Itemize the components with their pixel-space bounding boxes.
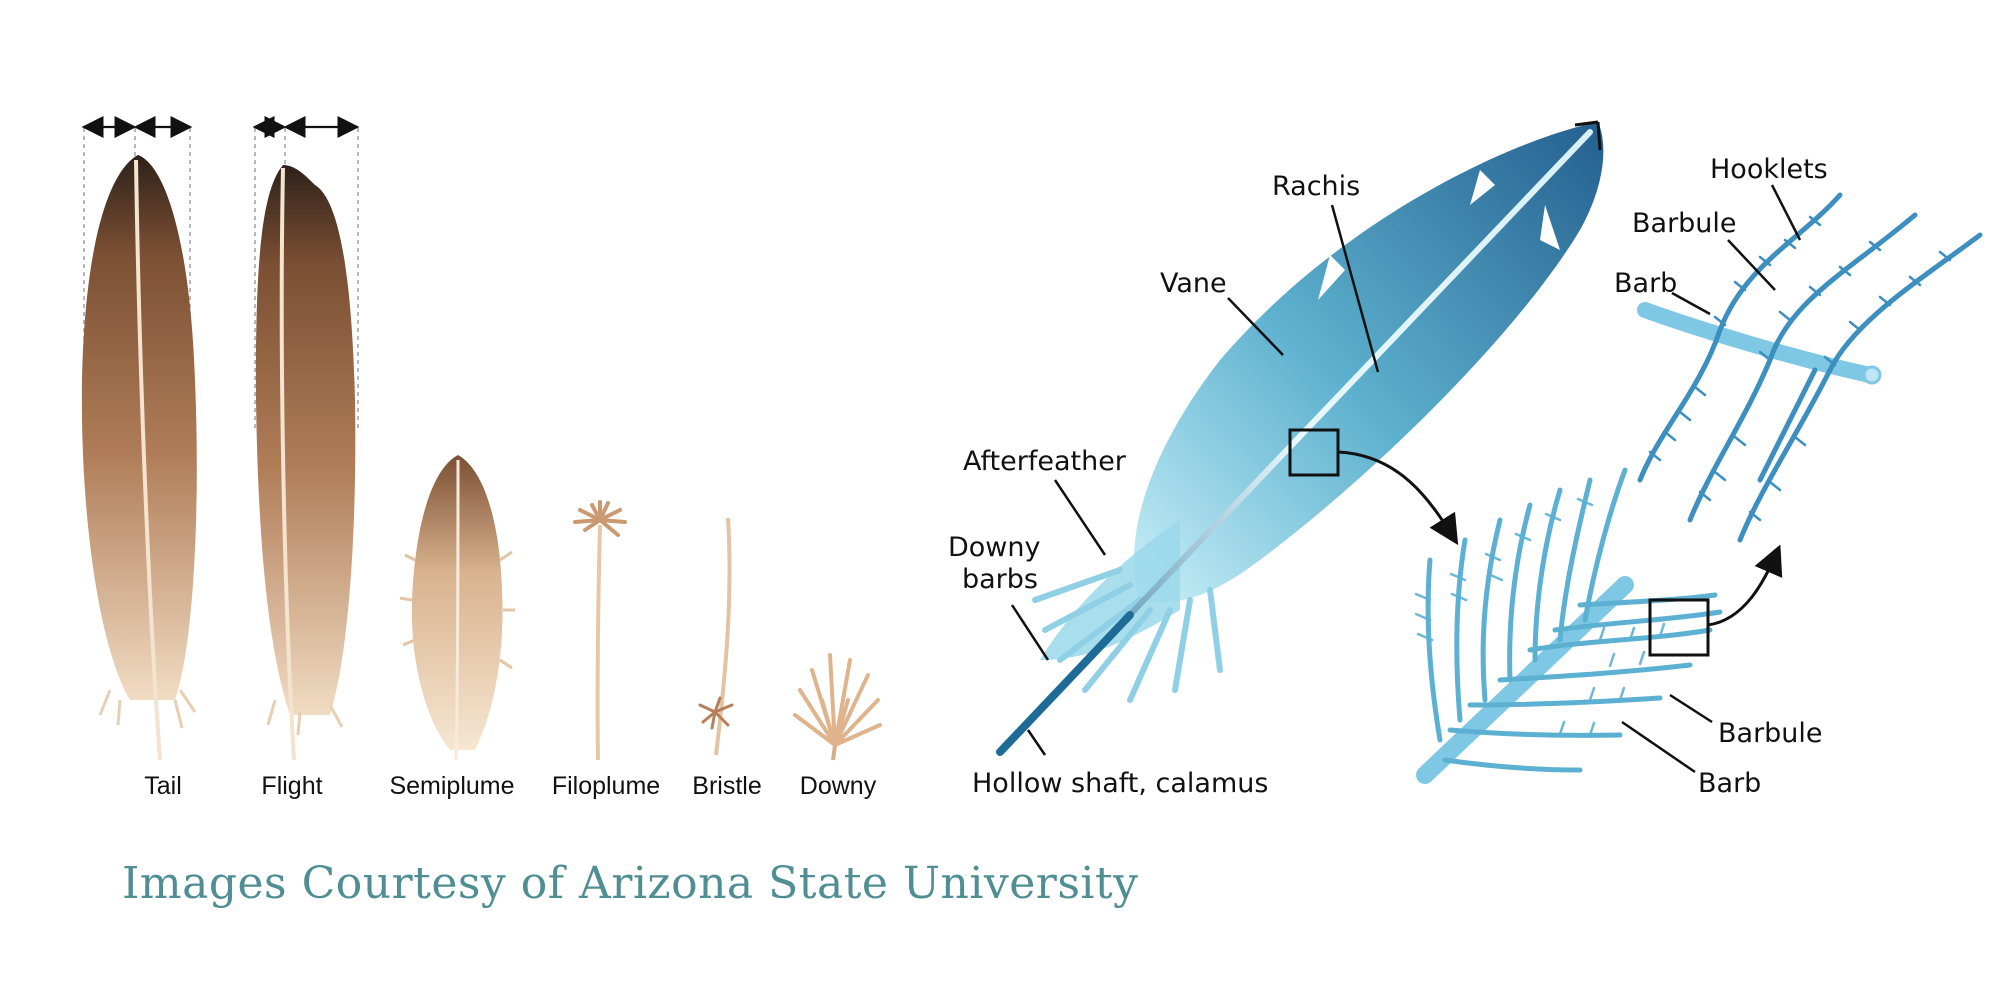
label-rachis: Rachis [1272, 171, 1360, 202]
label-vane: Vane [1160, 268, 1227, 299]
label-flight: Flight [261, 772, 322, 800]
bristle-feather [700, 518, 732, 755]
label-semiplume: Semiplume [389, 772, 514, 800]
hooklet-detail [1640, 195, 1980, 540]
flight-feather [255, 127, 358, 760]
leader-barbule-bottom [1670, 695, 1712, 722]
label-barbule-bottom: Barbule [1718, 718, 1823, 749]
label-hooklets: Hooklets [1710, 154, 1828, 185]
leader-barb-top [1672, 293, 1710, 314]
label-calamus: Hollow shaft, calamus [972, 768, 1268, 799]
label-tail: Tail [144, 772, 182, 800]
leader-hooklets [1772, 185, 1800, 240]
label-bristle: Bristle [692, 772, 761, 800]
label-filoplume: Filoplume [552, 772, 660, 800]
contour-feather [1000, 122, 1603, 752]
downy-feather [795, 655, 880, 760]
label-afterfeather: Afterfeather [963, 446, 1127, 477]
leader-barb-bottom [1622, 722, 1695, 772]
semiplume-feather [400, 455, 515, 760]
filoplume-feather [575, 502, 625, 760]
label-downy-barbs-1: Downy [948, 532, 1041, 563]
label-barbule-top: Barbule [1632, 208, 1737, 239]
leader-afterfeather [1055, 480, 1105, 555]
leader-downy-barbs [1012, 605, 1048, 660]
label-barb-bottom: Barb [1698, 768, 1761, 799]
label-barb-top: Barb [1614, 268, 1677, 299]
leader-calamus [1028, 730, 1045, 755]
image-credit: Images Courtesy of Arizona State Univers… [122, 858, 1139, 909]
tail-feather [82, 127, 197, 760]
label-downy-barbs-2: barbs [962, 564, 1038, 595]
label-downy: Downy [800, 772, 877, 800]
